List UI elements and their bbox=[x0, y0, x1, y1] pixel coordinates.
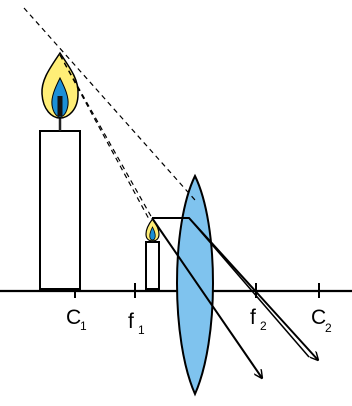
ray-through-center bbox=[151, 217, 262, 378]
label-c1-sub: 1 bbox=[80, 319, 87, 333]
label-f1-sub: 1 bbox=[138, 323, 145, 337]
small-flame-inner bbox=[149, 226, 156, 241]
label-c1: C bbox=[66, 306, 81, 329]
label-c2-sub: 2 bbox=[325, 321, 332, 335]
label-c2: C bbox=[311, 306, 326, 329]
large-flame-core bbox=[57, 96, 63, 116]
label-f1: f bbox=[128, 310, 134, 333]
virtual-ray-3 bbox=[59, 54, 151, 222]
ray-focal-inner bbox=[188, 217, 310, 358]
label-f2: f bbox=[250, 306, 256, 329]
virtual-ray-1 bbox=[23, 7, 196, 201]
small-candle-body bbox=[145, 241, 160, 290]
large-candle-body bbox=[39, 130, 81, 290]
label-f2-sub: 2 bbox=[260, 319, 267, 333]
convex-lens bbox=[176, 173, 214, 397]
